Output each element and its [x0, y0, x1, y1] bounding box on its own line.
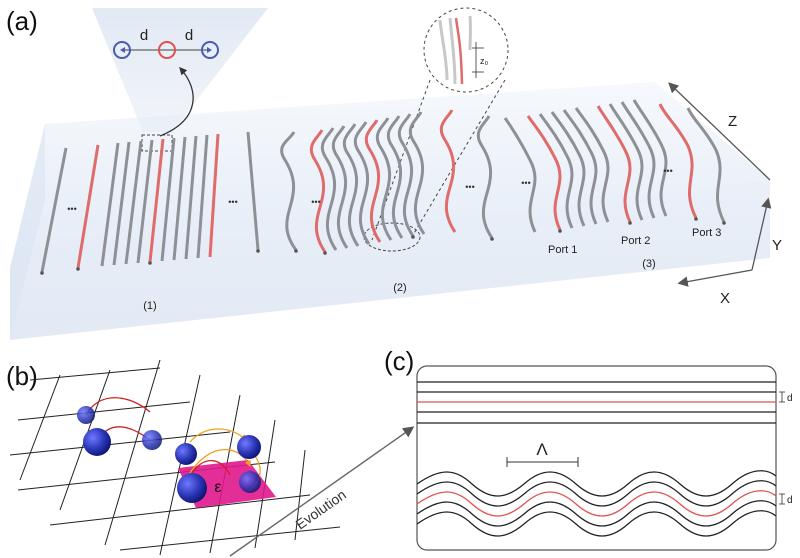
zoom-waveguides — [438, 15, 472, 85]
zoom-line-2 — [409, 79, 506, 241]
ellipsis-s1-right: ••• — [228, 197, 237, 207]
wavy-waveguides — [416, 470, 777, 537]
waveguides-section-1: ••• ••• — [40, 131, 260, 273]
port-1-label: Port 1 — [548, 244, 577, 256]
selection-box — [141, 134, 173, 152]
port-3-label: Port 3 — [692, 227, 721, 239]
zoom-circle — [423, 7, 509, 93]
lattice-site — [239, 471, 261, 493]
lattice-site — [83, 428, 111, 456]
d-bottom-label: d — [787, 495, 793, 506]
waveguide-end-dots — [40, 217, 726, 275]
axes-arrows: Z Y X — [668, 82, 782, 307]
lattice-site — [175, 443, 197, 465]
panel-b: (b) ε — [6, 359, 415, 557]
evolution-arrow — [229, 426, 415, 557]
zoom-line-1 — [371, 79, 431, 241]
period-marker: Λ — [506, 440, 579, 467]
lambda-label: Λ — [536, 440, 548, 459]
inset-circle: z₀ — [363, 7, 509, 252]
z-axis-label: Z — [728, 113, 737, 130]
section-2-label: (2) — [393, 282, 406, 294]
left-arrowhead — [120, 47, 125, 53]
lattice-site — [142, 430, 162, 450]
lattice-site — [177, 473, 207, 503]
section-1-label: (1) — [143, 300, 156, 312]
slab-side — [10, 124, 45, 340]
lattice-sites — [77, 406, 261, 503]
inset-d-right: d — [185, 27, 193, 44]
panel-a: d d z₀ — [6, 6, 782, 340]
x-axis-arrow — [677, 269, 753, 287]
panel-label-c: (c) — [384, 346, 414, 376]
panel-label-a: (a) — [6, 6, 38, 36]
right-arrowhead — [207, 47, 212, 53]
y-axis-arrow — [751, 197, 772, 271]
zoom-arrow — [159, 67, 194, 137]
epsilon-label: ε — [214, 479, 221, 496]
waveguides-section-2: ••• ••• — [280, 109, 494, 253]
panel-c: (c) d Λ — [384, 346, 793, 551]
lattice-site — [237, 435, 261, 459]
ellipsis-s1-left: ••• — [67, 204, 76, 214]
spacing-marker-top: d — [779, 391, 793, 404]
ellipsis-s2-left: ••• — [311, 197, 320, 207]
z-axis-arrow — [668, 82, 771, 181]
waveguide-circle-right — [201, 41, 219, 59]
y-axis-label: Y — [772, 237, 782, 254]
port-2-label: Port 2 — [621, 235, 650, 247]
inset-d-left: d — [140, 27, 148, 44]
panel-label-b: (b) — [6, 361, 38, 391]
straight-waveguides — [417, 381, 776, 424]
inset-cross-section: d d — [113, 27, 219, 59]
waveguide-circle-center — [158, 41, 176, 59]
waveguides-section-3: ••• ••• — [503, 99, 726, 233]
lattice-grid — [9, 359, 341, 556]
ellipsis-s3-left: ••• — [521, 178, 530, 188]
waveguide-circle-left — [113, 41, 131, 59]
ellipsis-s3-right: ••• — [663, 166, 672, 176]
z0-label: z₀ — [480, 56, 489, 66]
evolution-label: Evolution — [293, 486, 349, 532]
lattice-site — [77, 406, 95, 424]
x-axis-label: X — [720, 290, 730, 307]
d-top-label: d — [787, 393, 793, 404]
ellipsis-s2-right: ••• — [465, 182, 474, 192]
section-3-label: (3) — [642, 258, 655, 270]
spacing-marker-bottom: d — [779, 493, 793, 506]
